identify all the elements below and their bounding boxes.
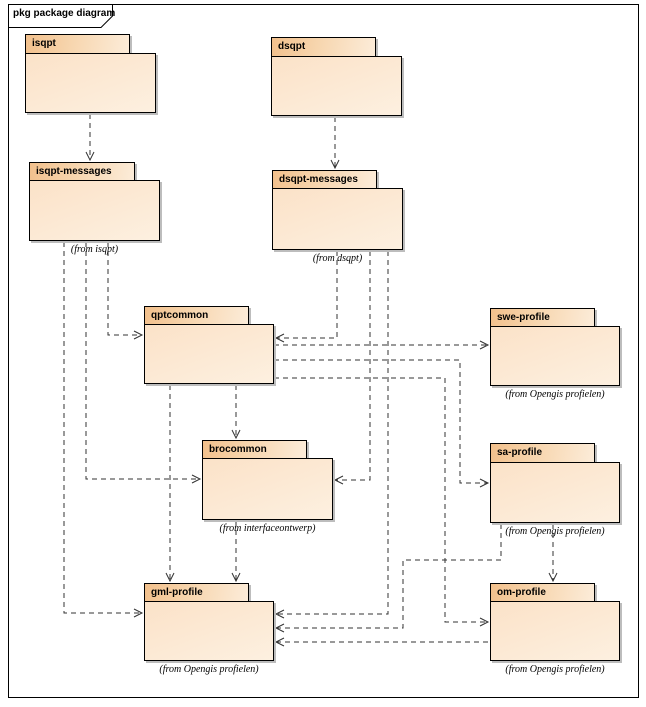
arrowhead-sa-profile-to-om-profile [548,572,558,583]
package-tab-om-profile: om-profile [490,583,595,602]
package-body-dsqpt [271,56,402,116]
arrowhead-qptcommon-to-gml-profile [165,572,175,583]
package-body-dsqpt-messages [272,188,403,250]
package-name-label: isqpt [32,38,56,49]
arrowhead-dsqpt-to-dsqpt-messages [330,159,340,170]
package-body-om-profile [490,601,620,661]
frame-label-text: pkg package diagram [13,8,116,19]
package-name-label: om-profile [497,587,546,598]
arrowhead-qptcommon-to-sa-profile [479,478,490,488]
package-body-swe-profile [490,326,620,386]
package-from-label: (from Opengis profielen) [505,389,605,400]
package-from-label: (from Opengis profielen) [505,526,605,537]
arrowhead-dsqpt-messages-to-brocommon [333,475,344,485]
dependency-dsqpt-messages-to-qptcommon [276,251,338,339]
dependency-qptcommon-to-sa-profile [274,359,488,484]
package-tab-brocommon: brocommon [202,440,307,459]
package-name-label: dsqpt-messages [279,174,358,185]
package-name-label: sa-profile [497,447,543,458]
package-name-label: brocommon [209,444,267,455]
package-name-label: dsqpt [278,41,306,52]
package-name-label: swe-profile [497,312,550,323]
arrowhead-qptcommon-to-swe-profile [479,340,490,350]
diagram-frame-border [8,4,639,698]
package-tab-isqpt: isqpt [25,34,130,54]
dependency-sa-profile-to-gml-profile [276,524,502,629]
dependency-dsqpt-messages-to-brocommon [335,251,371,481]
package-tab-gml-profile: gml-profile [144,583,249,602]
arrowhead-om-profile-to-gml-profile [274,637,285,647]
arrowhead-isqpt-to-isqpt-messages [85,151,95,162]
package-body-qptcommon [144,324,274,384]
package-body-isqpt [25,53,156,113]
arrowhead-dsqpt-messages-to-qptcommon [274,333,285,343]
arrowhead-qptcommon-to-brocommon [231,429,241,440]
package-from-label: (from dsqpt) [312,253,363,264]
arrowhead-isqpt-messages-to-gml-profile [133,608,144,618]
arrowhead-brocommon-to-gml-profile [231,572,241,583]
package-tab-swe-profile: swe-profile [490,308,595,327]
package-from-label: (from Opengis profielen) [505,664,605,675]
package-tab-qptcommon: qptcommon [144,306,249,325]
package-from-label: (from interfaceontwerp) [219,523,316,534]
dependency-isqpt-messages-to-gml-profile [63,242,142,614]
arrowhead-isqpt-messages-to-brocommon [191,474,202,484]
arrowhead-isqpt-messages-to-qptcommon [133,330,144,340]
package-tab-isqpt-messages: isqpt-messages [29,162,135,181]
dependency-isqpt-messages-to-brocommon [85,242,200,480]
arrowhead-dsqpt-messages-to-gml-profile [274,609,285,619]
package-name-label: gml-profile [151,587,203,598]
package-from-label: (from isqpt) [70,244,119,255]
package-body-brocommon [202,458,333,520]
package-body-isqpt-messages [29,180,160,241]
dependency-qptcommon-to-om-profile [274,377,488,623]
package-name-label: isqpt-messages [36,166,112,177]
package-name-label: qptcommon [151,310,209,321]
dependency-dsqpt-messages-to-gml-profile [276,251,389,615]
arrowhead-sa-profile-to-gml-profile [274,623,285,633]
package-tab-sa-profile: sa-profile [490,443,595,463]
package-body-gml-profile [144,601,274,661]
arrowhead-qptcommon-to-om-profile [479,617,490,627]
diagram-frame-label: pkg package diagram [8,4,124,28]
package-from-label: (from Opengis profielen) [159,664,259,675]
package-tab-dsqpt: dsqpt [271,37,376,57]
frame-label-pentagon [8,4,113,28]
package-tab-dsqpt-messages: dsqpt-messages [272,170,377,189]
package-body-sa-profile [490,462,620,523]
dependency-isqpt-messages-to-qptcommon [107,242,142,336]
